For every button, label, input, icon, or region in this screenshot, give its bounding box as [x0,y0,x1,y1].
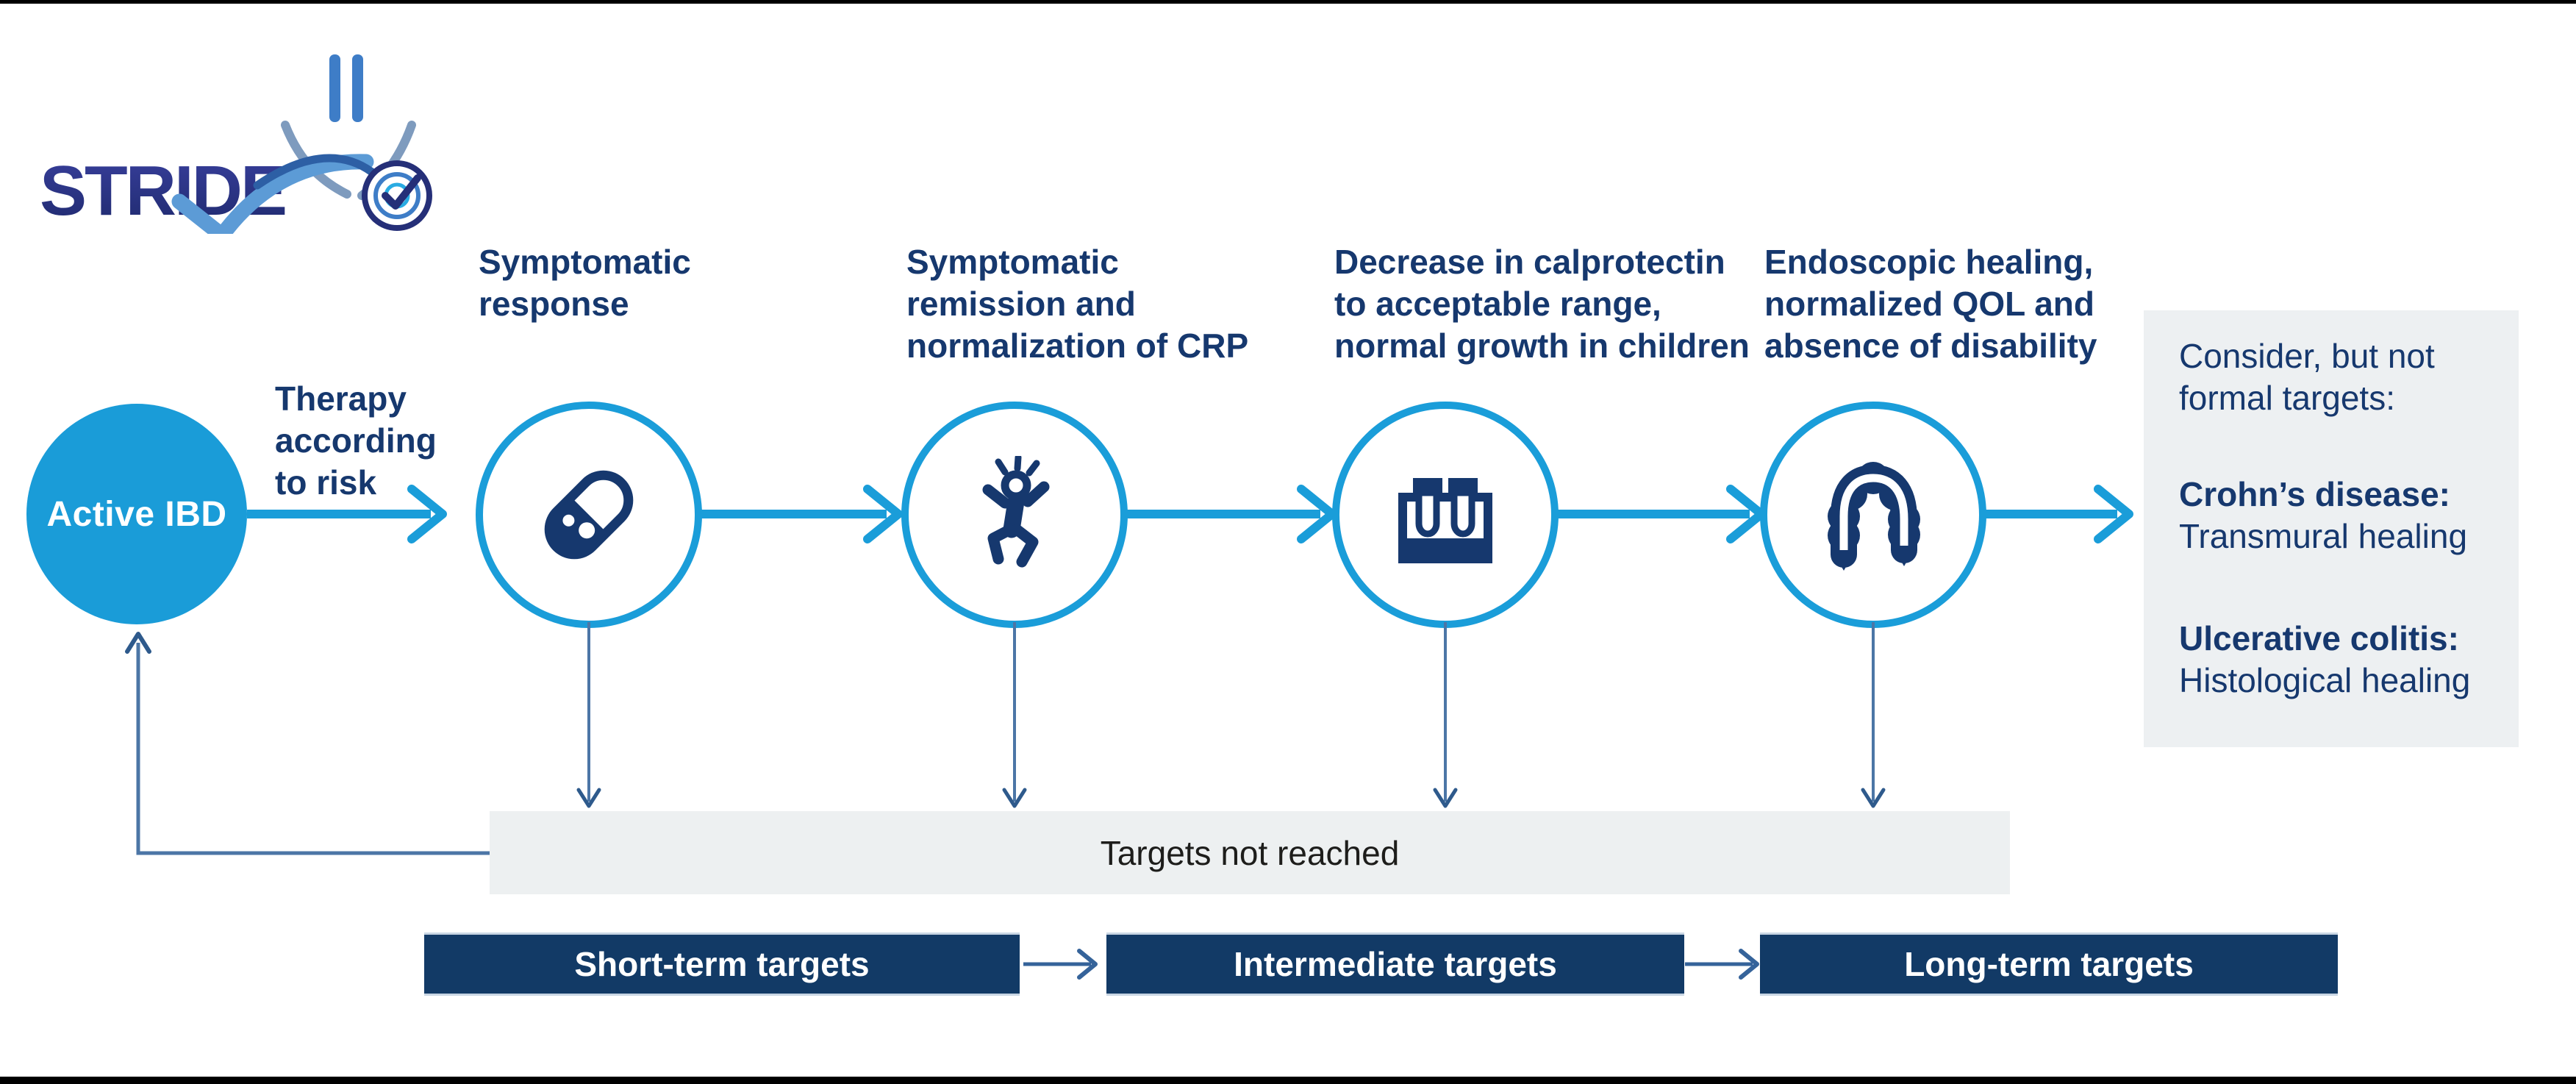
step2-label: Symptomatic remission and normalization … [906,243,1249,365]
targets-not-reached-bar: Targets not reached [490,811,2010,894]
therapy-arrow-label: Therapy according to risk [275,379,437,502]
informal-targets-panel: Consider, but not formal targets: Crohn’… [2144,310,2519,747]
colon-icon [1828,462,1920,571]
feedback-loop-arrow [125,632,491,855]
ulcerative-colitis-desc: Histological healing [2179,661,2471,699]
ulcerative-colitis-title: Ulcerative colitis: [2179,619,2459,657]
step3-label: Decrease in calprotectin to acceptable r… [1334,243,1750,365]
flow-arrow-step1-to-step2 [697,485,903,543]
panel-intro: Consider, but not formal targets: [2179,337,2435,417]
panel-item-crohns: Crohn’s disease: Transmural healing [2179,474,2467,557]
step1-label: Symptomatic response [479,243,691,323]
step2-circle [901,402,1128,628]
flow-arrow-start-to-step1 [247,485,447,543]
bottom-border-line [0,1077,2576,1084]
crohns-title: Crohn’s disease: [2179,475,2450,513]
logo-inner-arc [253,154,376,190]
logo-roman-numeral-ii [329,54,363,122]
timeline-arrow-2 [1685,949,1759,980]
flow-arrow-step3-to-step4 [1556,485,1766,543]
active-ibd-node: Active IBD [26,404,247,624]
flow-arrow-step2-to-step3 [1126,485,1337,543]
step2-down-connector [1002,622,1027,808]
step4-circle [1760,402,1986,628]
step3-down-connector [1433,622,1458,808]
capsule-icon [544,470,634,560]
step3-circle [1332,402,1559,628]
step4-down-connector [1861,622,1886,808]
flow-arrow-step4-to-panel [1985,485,2133,543]
crohns-desc: Transmural healing [2179,517,2468,555]
step4-label: Endoscopic healing, normalized QOL and a… [1764,243,2097,365]
test-tubes-icon [1398,478,1492,563]
targets-not-reached-label: Targets not reached [1100,833,1400,872]
jumping-person-icon [982,456,1050,568]
top-border-line [0,0,2576,4]
step1-down-connector [576,622,601,808]
step1-circle [476,402,702,628]
short-term-targets-bar: Short-term targets [424,933,1020,996]
active-ibd-label: Active IBD [46,494,227,534]
timeline-arrow-1 [1023,949,1098,980]
stride-ii-logo: STRIDE [40,54,432,234]
logo-wordmark: STRIDE [40,151,285,230]
logo-bullseye-icon [362,160,432,231]
intermediate-targets-bar: Intermediate targets [1106,933,1684,996]
long-term-targets-bar: Long-term targets [1760,933,2338,996]
panel-item-ulcerative-colitis: Ulcerative colitis: Histological healing [2179,618,2470,702]
